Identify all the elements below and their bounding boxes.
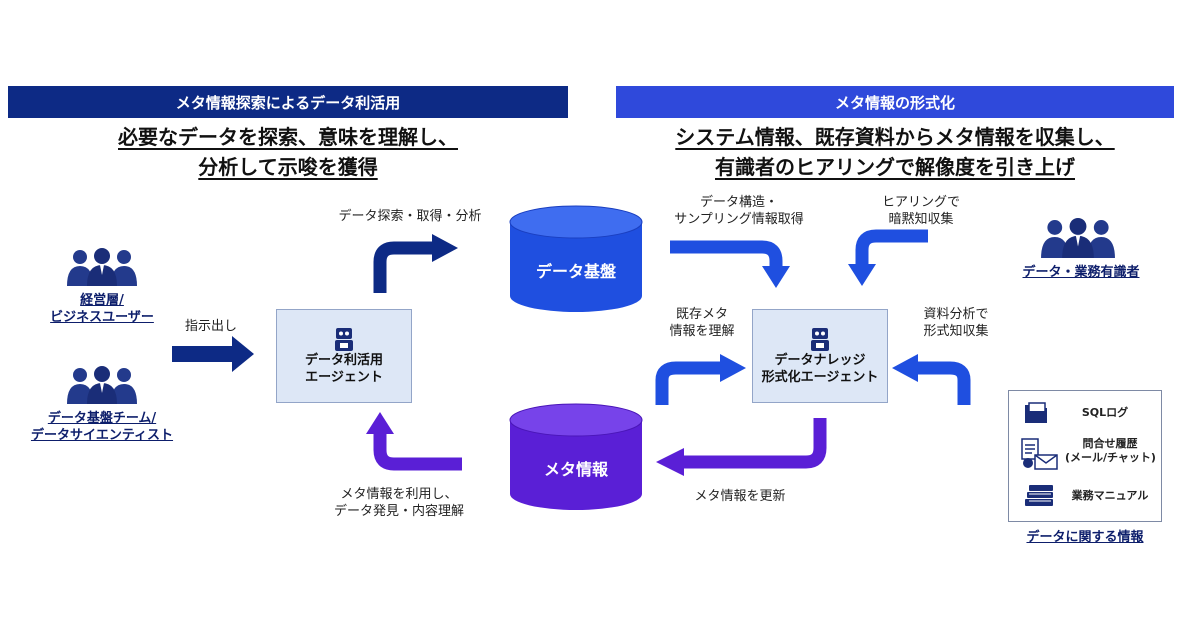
structure-arrowhead: [762, 266, 790, 288]
doc-analysis-line1: 資料分析で: [923, 307, 989, 322]
mail-icon: [1021, 438, 1058, 470]
doc-analysis-arrowhead: [892, 354, 918, 382]
data-usage-agent: データ利活用 エージェント: [276, 309, 412, 403]
knowledge-formalization-agent: データナレッジ 形式化エージェント: [752, 309, 888, 403]
search-label: データ探索・取得・分析: [338, 209, 482, 224]
hearing-arrowhead: [848, 264, 876, 286]
knowledge-agent-line1: データナレッジ: [774, 353, 866, 368]
sql-log-label: SQLログ: [1081, 406, 1129, 419]
search-arrow: [373, 241, 436, 293]
knowledge-agent-line2: 形式化エージェント: [761, 370, 879, 385]
hearing-line2: 暗黙知収集: [888, 212, 954, 227]
people-icon: [1041, 217, 1115, 259]
instruct-label: 指示出し: [184, 319, 237, 334]
books-icon: [1025, 485, 1053, 506]
update-meta-label: メタ情報を更新: [694, 489, 786, 504]
manual-label: 業務マニュアル: [1071, 489, 1149, 502]
use-meta-arrowhead: [366, 412, 394, 434]
headline-left-line1: 必要なデータを探索、意味を理解し、: [118, 125, 458, 149]
usage-agent-line1: データ利活用: [304, 353, 383, 368]
usage-agent-line2: エージェント: [305, 370, 383, 385]
database-icon: [509, 403, 643, 510]
existing-meta-arrow: [655, 361, 724, 405]
database-icon: [509, 205, 643, 312]
banner-right: メタ情報の形式化: [616, 86, 1174, 118]
inquiry-line2: (メール/チャット): [1065, 451, 1156, 464]
inquiry-line1: 問合せ履歴: [1082, 437, 1138, 450]
data-info-box: SQLログ 問合せ履歴 (メール/チャット) 業務マニュアル: [1008, 390, 1162, 522]
headline-right-line1: システム情報、既存資料からメタ情報を収集し、: [675, 125, 1115, 149]
people-label-management: 経営層/ ビジネスユーザー: [20, 292, 184, 326]
doc-analysis-arrow: [914, 361, 971, 405]
existing-meta-label: 既存メタ 情報を理解: [654, 306, 750, 340]
people-icon: [67, 248, 137, 286]
headline-left-line2: 分析して示唆を獲得: [198, 155, 378, 179]
headline-right-line2: 有識者のヒアリングで解像度を引き上げ: [715, 155, 1075, 179]
people-icon: [67, 366, 137, 404]
robot-icon: [811, 328, 829, 351]
structure-arrow: [670, 240, 783, 270]
existing-meta-line2: 情報を理解: [669, 324, 735, 339]
headline-left: 必要なデータを探索、意味を理解し、 分析して示唆を獲得: [8, 122, 568, 182]
use-meta-arrow: [373, 430, 462, 471]
use-meta-line1: メタ情報を利用し、: [340, 487, 458, 502]
banner-left: メタ情報探索によるデータ利活用: [8, 86, 568, 118]
people-label-data-team: データ基盤チーム/ データサイエンティスト: [14, 410, 190, 444]
use-meta-label: メタ情報を利用し、 データ発見・内容理解: [322, 486, 476, 520]
inquiry-history-label: 問合せ履歴 (メール/チャット): [1065, 437, 1156, 465]
platform-team-text: データ基盤チーム/: [47, 411, 157, 426]
hearing-label: ヒアリングで 暗黙知収集: [866, 194, 976, 228]
existing-meta-arrowhead: [720, 354, 746, 382]
headline-right: システム情報、既存資料からメタ情報を収集し、 有識者のヒアリングで解像度を引き上…: [616, 122, 1174, 182]
structure-label: データ構造・ サンプリング情報取得: [664, 194, 814, 228]
doc-analysis-label: 資料分析で 形式知収集: [906, 306, 1006, 340]
management-text: 経営層/: [80, 293, 124, 308]
people-label-experts: データ・業務有識者: [1022, 265, 1140, 280]
search-arrowhead: [432, 234, 458, 262]
existing-meta-line1: 既存メタ: [675, 307, 728, 322]
structure-line1: データ構造・: [699, 195, 778, 210]
instruct-arrow: [172, 336, 254, 372]
update-meta-arrow: [680, 418, 827, 469]
hearing-arrow: [855, 229, 928, 266]
hearing-line1: ヒアリングで: [881, 195, 960, 210]
doc-analysis-line2: 形式知収集: [923, 324, 989, 339]
structure-line2: サンプリング情報取得: [674, 212, 804, 227]
use-meta-line2: データ発見・内容理解: [333, 504, 464, 519]
meta-info-label: メタ情報: [543, 460, 608, 479]
update-meta-arrowhead: [656, 448, 684, 476]
data-scientists-text: データサイエンティスト: [30, 428, 174, 443]
business-users-text: ビジネスユーザー: [50, 310, 154, 325]
document-icon: [1025, 402, 1047, 423]
robot-icon: [335, 328, 353, 351]
data-info-caption: データに関する情報: [1026, 530, 1144, 545]
data-platform-label: データ基盤: [535, 262, 616, 281]
